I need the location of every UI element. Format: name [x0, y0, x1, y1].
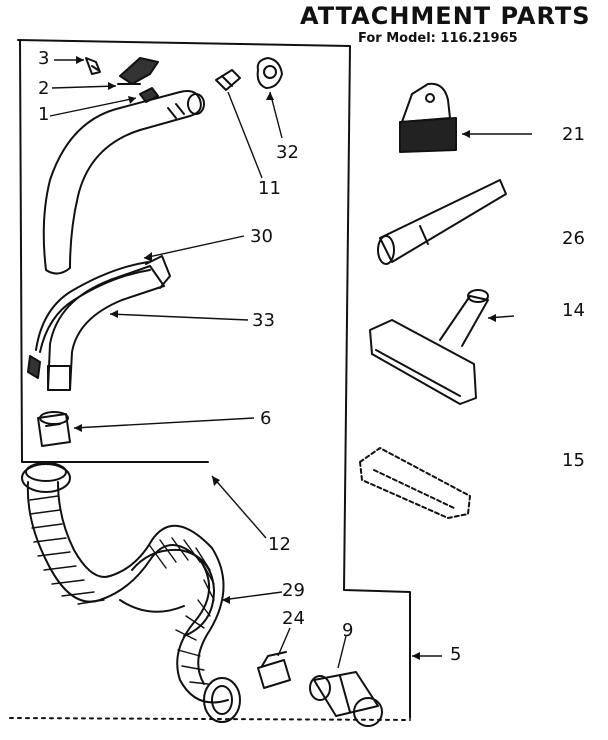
extension-wand-part-26-icon [377, 179, 507, 265]
leader-29 [221, 591, 283, 601]
callout-label: 30 [250, 226, 273, 247]
hose-cuff-part-33-icon [47, 255, 171, 391]
clip-part-1-icon [139, 87, 159, 103]
hose-ribs-icon [29, 495, 215, 685]
callout-label: 2 [38, 78, 50, 99]
coupling-part-6-icon [37, 411, 71, 447]
page-title: ATTACHMENT PARTS [300, 2, 591, 30]
callout-label: 11 [258, 178, 281, 199]
latch-part-2-icon [117, 57, 159, 85]
leader-9 [337, 635, 347, 669]
model-number: For Model: 116.21965 [358, 31, 518, 46]
connector-part-11-icon [215, 69, 241, 91]
hose-end-coupling-icon [21, 462, 241, 723]
clip-part-24-icon [257, 651, 291, 689]
leader-30 [143, 235, 245, 259]
callout-label: 32 [276, 142, 299, 163]
callout-label: 14 [562, 300, 585, 321]
leader-11 [227, 91, 263, 179]
flexible-hose-part-29-icon [26, 481, 229, 704]
lower-assembly-border [9, 717, 411, 721]
leader-6 [73, 417, 255, 429]
callout-label: 6 [260, 408, 272, 429]
leader-12 [211, 475, 267, 539]
curved-wand-icon [42, 90, 205, 275]
leader-33 [109, 313, 249, 321]
upholstery-tool-part-15-icon [359, 447, 471, 519]
leader-2 [51, 85, 117, 89]
callout-label: 5 [450, 644, 462, 665]
callout-label: 12 [268, 534, 291, 555]
callout-label: 15 [562, 450, 585, 471]
callout-label: 24 [282, 608, 305, 629]
upper-assembly-border-top [17, 39, 411, 719]
callout-label: 1 [38, 104, 50, 125]
leader-1 [49, 97, 137, 117]
dusting-brush-part-21-icon [399, 82, 457, 153]
upper-assembly-border [19, 39, 209, 463]
swivel-part-32-icon [256, 57, 283, 89]
leader-24 [277, 627, 291, 657]
callout-label: 9 [342, 620, 354, 641]
hose-connector-part-9-icon [309, 671, 383, 727]
callout-label: 33 [252, 310, 275, 331]
callout-label: 21 [562, 124, 585, 145]
callout-label: 29 [282, 580, 305, 601]
screw-part-3-icon [85, 57, 101, 75]
callout-label: 3 [38, 48, 50, 69]
callout-label: 26 [562, 228, 585, 249]
floor-tool-part-14-icon [369, 289, 489, 405]
